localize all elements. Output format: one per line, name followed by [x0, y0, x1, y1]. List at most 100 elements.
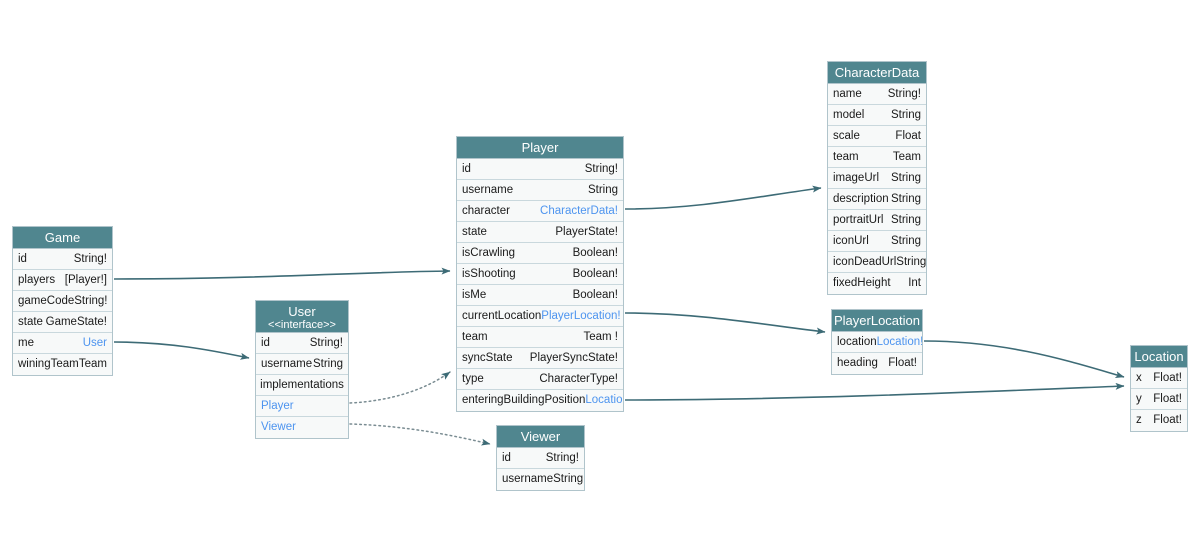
field-row[interactable]: currentLocation PlayerLocation! [457, 306, 623, 327]
field-row[interactable]: id String! [457, 159, 623, 180]
entity-viewer[interactable]: Viewer id String! username String [496, 425, 585, 491]
entity-location[interactable]: Location x Float! y Float! z Float! [1130, 345, 1188, 432]
field-type-link[interactable]: Location! [876, 335, 922, 348]
field-row[interactable]: state GameState! [13, 312, 112, 333]
implementation-link[interactable]: Viewer [261, 421, 296, 433]
field-row[interactable]: state PlayerState! [457, 222, 623, 243]
edge-game-me-to-user [113, 341, 250, 360]
field-row[interactable]: y Float! [1131, 389, 1187, 410]
entity-user-title: User <<interface>> [256, 301, 348, 333]
field-name: username [261, 357, 313, 370]
field-row[interactable]: iconUrl String [828, 231, 926, 252]
field-type: GameState! [45, 315, 107, 328]
edge-player-enteringbuildingposition-to-location [624, 382, 1125, 401]
field-name: enteringBuildingPosition [462, 394, 586, 406]
field-name: username [462, 183, 514, 196]
field-type: String! [74, 294, 108, 307]
field-row[interactable]: name String! [828, 84, 926, 105]
field-type: Team [892, 150, 921, 163]
field-name: isMe [462, 288, 487, 301]
field-row[interactable]: username String [256, 354, 348, 375]
implementations-label: implementations [260, 378, 344, 391]
implementation-link[interactable]: Player [261, 399, 294, 412]
edge-player-currentlocation-to-playerlocation [624, 312, 826, 335]
field-row[interactable]: id String! [256, 333, 348, 354]
field-row[interactable]: heading Float! [832, 353, 922, 374]
field-name: players [18, 273, 56, 286]
field-row[interactable]: imageUrl String [828, 168, 926, 189]
field-row[interactable]: character CharacterData! [457, 201, 623, 222]
field-row[interactable]: id String! [497, 448, 584, 469]
field-name: name [833, 87, 862, 100]
field-type-link[interactable]: CharacterData! [540, 204, 618, 217]
field-row[interactable]: username String [457, 180, 623, 201]
field-type: String [890, 234, 921, 247]
entity-characterdata-title: CharacterData [828, 62, 926, 84]
field-row[interactable]: z Float! [1131, 410, 1187, 431]
field-row[interactable]: x Float! [1131, 368, 1187, 389]
field-row[interactable]: isCrawling Boolean! [457, 243, 623, 264]
field-name: location [837, 335, 877, 348]
field-row[interactable]: type CharacterType! [457, 369, 623, 390]
field-row[interactable]: team Team [828, 147, 926, 168]
field-row[interactable]: scale Float [828, 126, 926, 147]
field-name: y [1136, 392, 1142, 405]
entity-characterdata[interactable]: CharacterData name String! model String … [827, 61, 927, 295]
field-row[interactable]: players [Player!] [13, 270, 112, 291]
field-row[interactable]: me User [13, 333, 112, 354]
field-row[interactable]: isMe Boolean! [457, 285, 623, 306]
field-type: Float! [1153, 392, 1182, 405]
field-type: String [896, 255, 926, 268]
edge-playerlocation-location-to-location [923, 340, 1125, 379]
field-row[interactable]: enteringBuildingPosition Location [457, 390, 623, 411]
field-name: isCrawling [462, 246, 516, 259]
field-type: String! [73, 252, 107, 265]
field-type: Boolean! [572, 288, 618, 301]
field-row[interactable]: isShooting Boolean! [457, 264, 623, 285]
field-type: PlayerSyncState! [529, 351, 618, 364]
field-type: String [587, 183, 618, 196]
entity-game-title: Game [13, 227, 112, 249]
field-type: String [890, 108, 921, 121]
field-name: model [833, 108, 865, 121]
field-type: String [890, 213, 921, 226]
field-type: String! [309, 336, 343, 349]
entity-game[interactable]: Game id String! players [Player!] gameCo… [12, 226, 113, 376]
field-type-link[interactable]: PlayerLocation! [541, 309, 621, 322]
field-type-link[interactable]: User [82, 336, 107, 349]
field-row[interactable]: winingTeam Team [13, 354, 112, 375]
field-type: Float! [1153, 414, 1182, 426]
field-row[interactable]: fixedHeight Int [828, 273, 926, 294]
field-row[interactable]: syncState PlayerSyncState! [457, 348, 623, 369]
field-type: Team [78, 358, 107, 370]
field-type-link[interactable]: Location [585, 394, 623, 406]
field-type: String! [584, 162, 618, 175]
entity-playerlocation[interactable]: PlayerLocation location Location! headin… [831, 309, 923, 375]
edge-game-players-to-player [113, 267, 451, 280]
field-row[interactable]: team Team ! [457, 327, 623, 348]
field-type-link[interactable]: Player! [68, 273, 104, 286]
field-name: iconUrl [833, 234, 869, 247]
field-type: String [553, 473, 584, 485]
entity-user[interactable]: User <<interface>> id String! username S… [255, 300, 349, 439]
field-type: Boolean! [572, 246, 618, 259]
implementation-row[interactable]: Viewer [256, 417, 348, 438]
field-type: Team ! [583, 330, 618, 343]
field-name: heading [837, 357, 878, 369]
field-name: me [18, 336, 34, 349]
field-row[interactable]: id String! [13, 249, 112, 270]
field-type: Boolean! [572, 267, 618, 280]
field-row[interactable]: model String [828, 105, 926, 126]
field-row[interactable]: iconDeadUrl String [828, 252, 926, 273]
field-type: Float! [1153, 371, 1182, 384]
field-row[interactable]: portraitUrl String [828, 210, 926, 231]
field-row[interactable]: description String [828, 189, 926, 210]
field-name: isShooting [462, 267, 516, 280]
field-row[interactable]: gameCode String! [13, 291, 112, 312]
field-name: id [261, 336, 270, 349]
field-row[interactable]: username String [497, 469, 584, 490]
field-row[interactable]: location Location! [832, 332, 922, 353]
entity-player[interactable]: Player id String! username String charac… [456, 136, 624, 412]
implementation-row[interactable]: Player [256, 396, 348, 417]
